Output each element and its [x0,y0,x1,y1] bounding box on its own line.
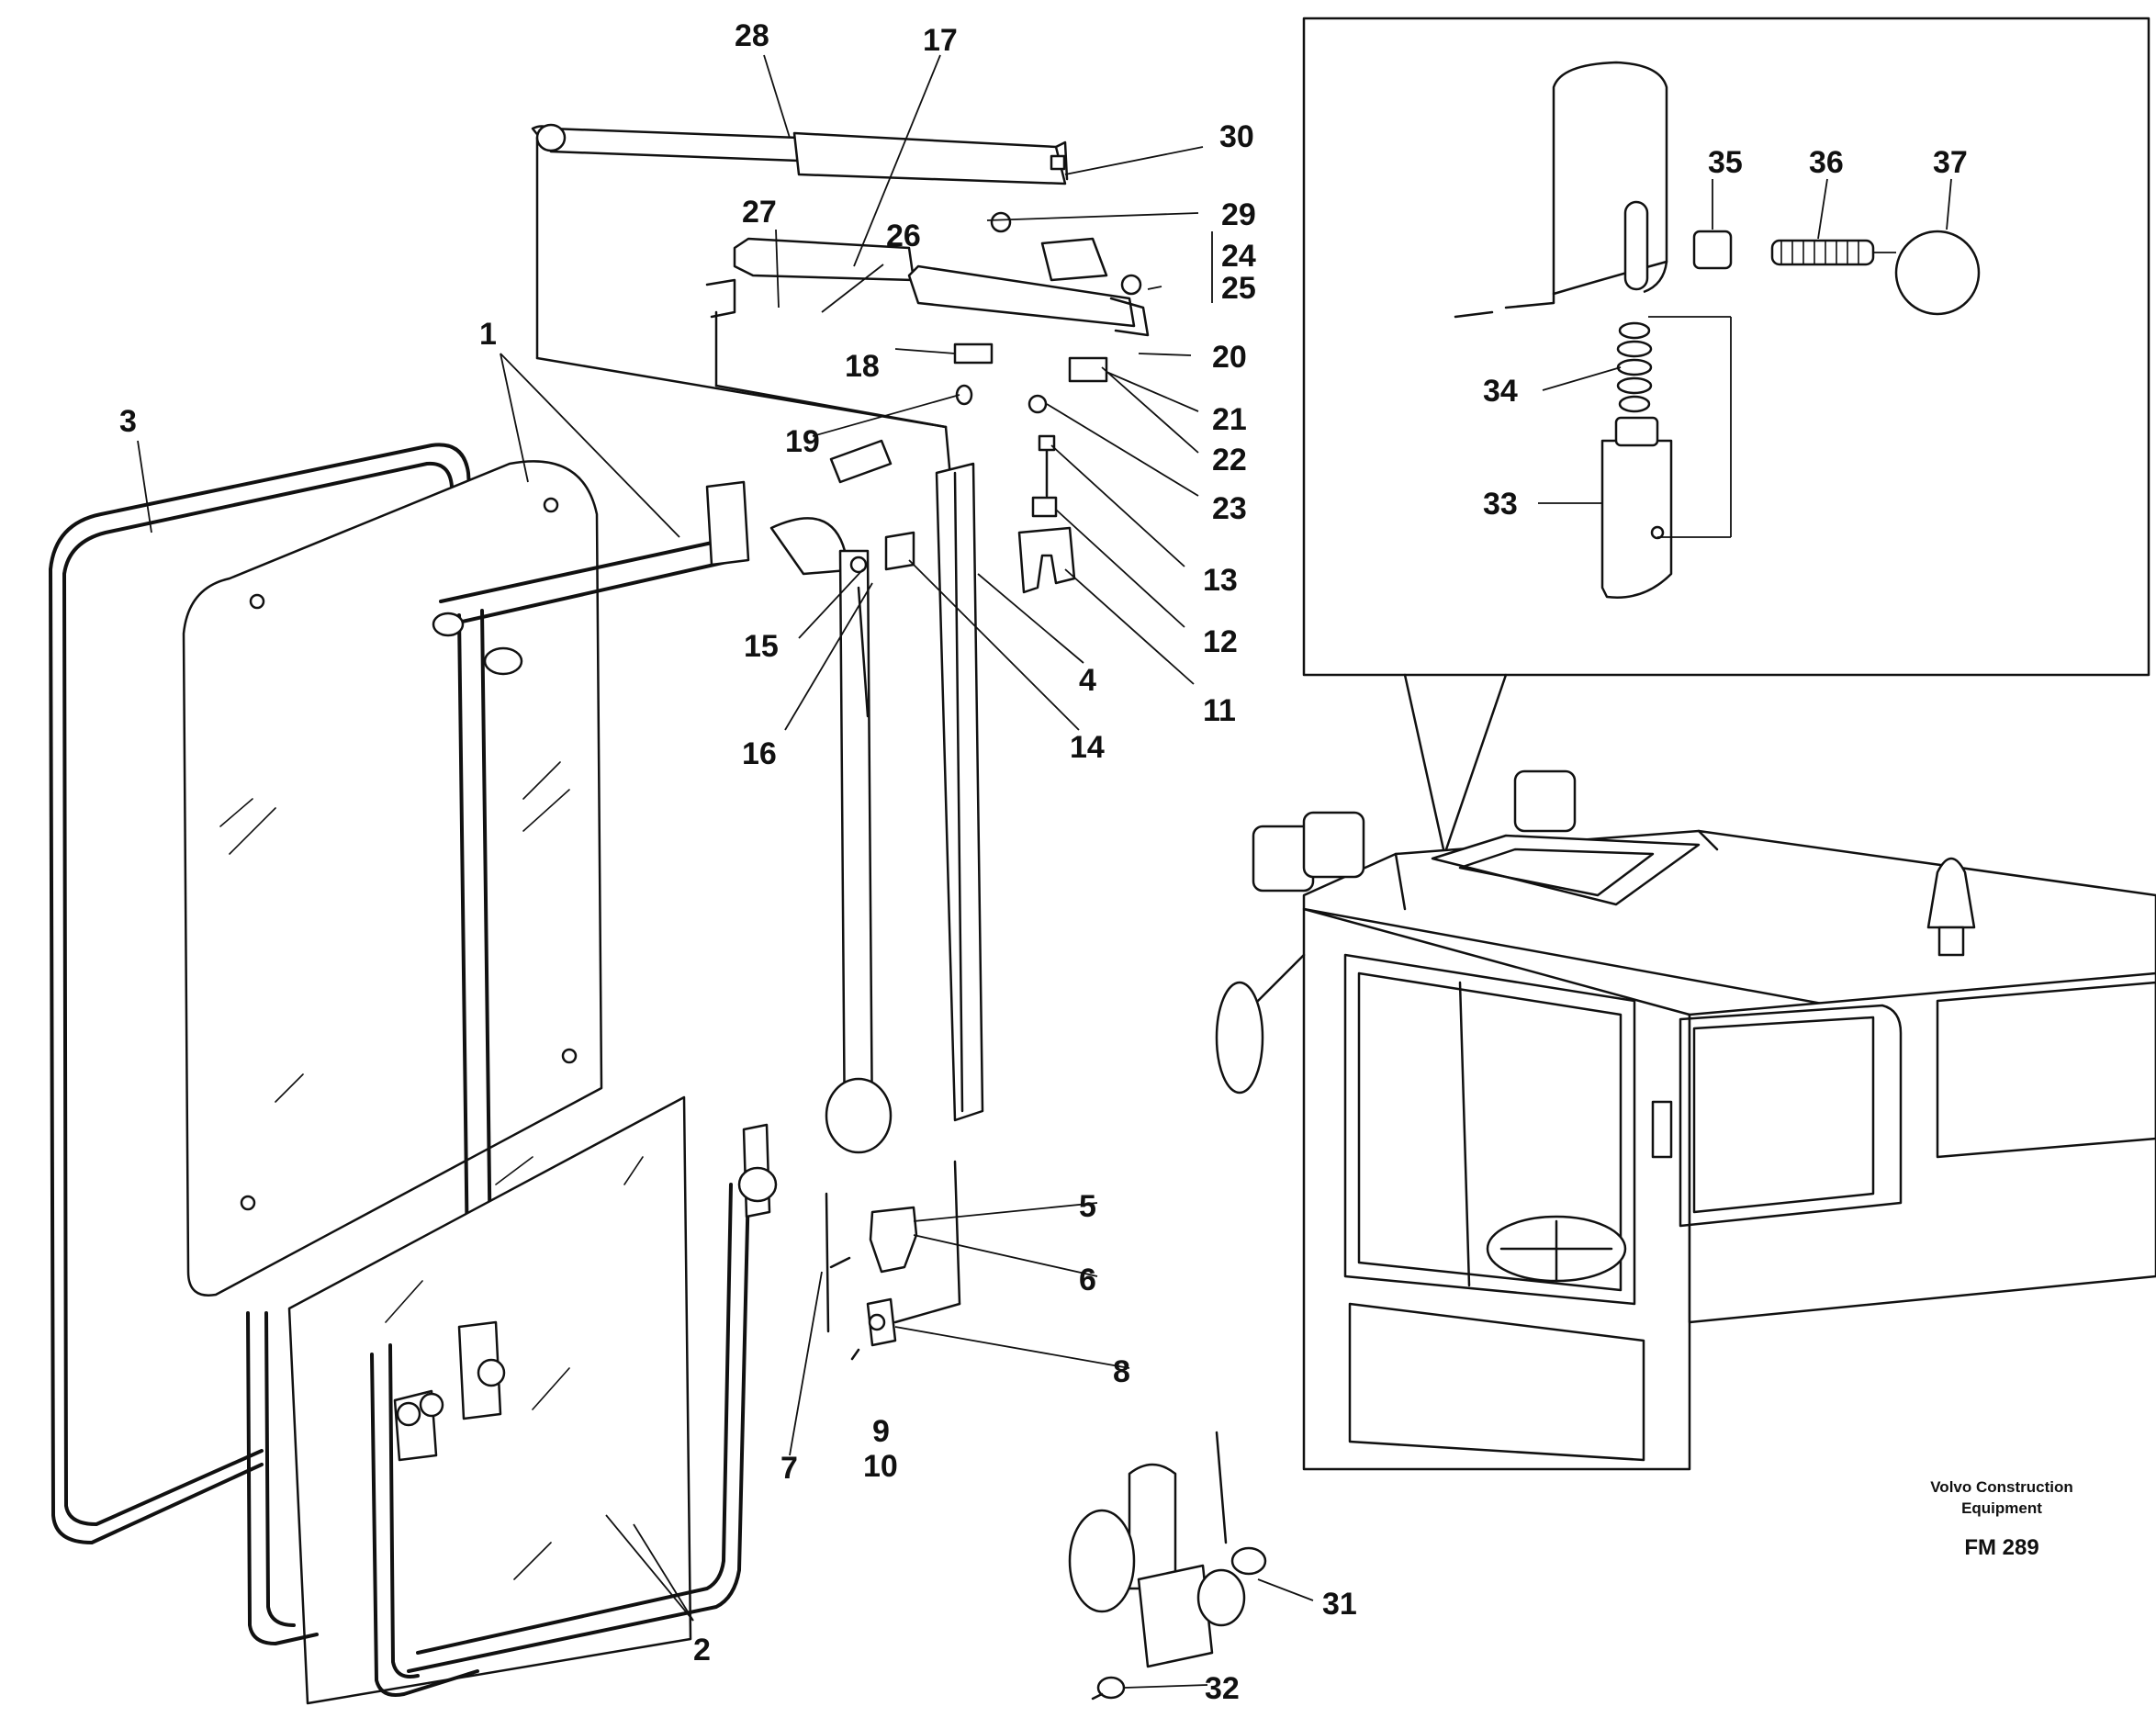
callout-20: 20 [1212,340,1247,375]
rail-assembly [531,123,1150,1361]
callout-32: 32 [1205,1671,1240,1706]
callout-28: 28 [735,18,769,53]
callout-4: 4 [1079,663,1096,698]
callout-8: 8 [1113,1354,1130,1389]
credit-line-1: Volvo Construction [1930,1478,2073,1496]
callout-3: 3 [119,404,137,439]
window-assembly [49,443,860,1705]
callout-33: 33 [1483,487,1518,522]
callout-21: 21 [1212,402,1247,437]
bottom-hinge [1068,1431,1267,1701]
spring-34-shape [1616,321,1653,413]
callout-12: 12 [1203,624,1238,659]
callout-10: 10 [863,1449,898,1484]
callout-19: 19 [785,424,820,459]
callout-11: 11 [1203,693,1236,728]
spring-36-shape [1770,239,1875,266]
callout-2: 2 [693,1633,711,1667]
detail-inset [1302,17,2150,851]
callout-36: 36 [1809,145,1844,180]
callout-1: 1 [479,317,497,352]
callout-24: 24 [1221,239,1256,274]
callout-22: 22 [1212,443,1247,477]
callout-14: 14 [1070,730,1105,765]
callout-37: 37 [1933,145,1968,180]
cab-illustration [1215,769,2156,1471]
figure-code: FM 289 [1964,1535,2038,1560]
callout-18: 18 [845,349,880,384]
callout-34: 34 [1483,374,1518,409]
callout-30: 30 [1219,119,1254,154]
callout-26: 26 [886,219,921,253]
callout-29: 29 [1221,197,1256,232]
callout-16: 16 [742,736,777,771]
callout-25: 25 [1221,271,1256,306]
callout-5: 5 [1079,1189,1096,1224]
callout-9: 9 [872,1414,890,1449]
leader-lines [137,54,1952,1689]
manufacturer-credit: Volvo Construction Equipment FM 289 [1930,1478,2073,1560]
credit-line-2: Equipment [1961,1499,2042,1517]
callout-23: 23 [1212,491,1247,526]
callout-35: 35 [1708,145,1743,180]
callout-27: 27 [742,195,777,230]
callout-17: 17 [923,23,958,58]
callout-7: 7 [780,1451,798,1486]
callout-labels: 28 17 30 29 27 26 24 25 18 20 21 22 23 1… [119,18,1968,1706]
callout-15: 15 [744,629,779,664]
callout-6: 6 [1079,1263,1096,1297]
callout-13: 13 [1203,563,1238,598]
callout-31: 31 [1322,1587,1357,1622]
